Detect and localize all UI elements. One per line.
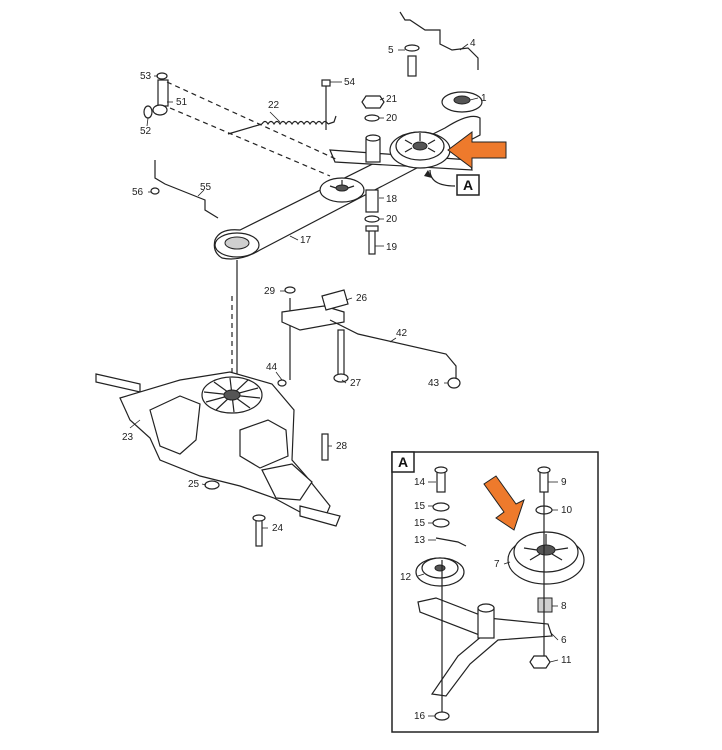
- callout-a-main-label: A: [463, 177, 473, 193]
- label-part-26: 26: [356, 293, 368, 304]
- rod-4: [399, 11, 479, 77]
- label-part-8: 8: [561, 601, 567, 612]
- label-part-44: 44: [266, 362, 278, 373]
- label-part-1: 1: [481, 93, 487, 104]
- callout-a-detail-label: A: [398, 454, 408, 470]
- detail-part-labels: 14 15 15 13 12 16 9 10 7 8 6 11: [400, 477, 573, 722]
- label-part-16: 16: [414, 711, 426, 722]
- label-part-12: 12: [400, 572, 412, 583]
- label-part-25: 25: [188, 479, 200, 490]
- label-part-27: 27: [350, 378, 362, 389]
- label-part-29: 29: [264, 286, 276, 297]
- highlight-arrow-detail: [483, 475, 525, 531]
- label-part-18: 18: [386, 194, 398, 205]
- label-part-19: 19: [386, 242, 398, 253]
- label-part-42: 42: [396, 328, 408, 339]
- detail-a-parts: [415, 466, 585, 721]
- label-part-56: 56: [132, 187, 144, 198]
- rod-55: [150, 160, 219, 219]
- label-part-24: 24: [272, 523, 284, 534]
- pulley-top: [441, 91, 483, 113]
- label-part-17: 17: [300, 235, 312, 246]
- label-part-20b: 20: [386, 214, 398, 225]
- label-part-21: 21: [386, 94, 398, 105]
- label-part-52: 52: [140, 126, 152, 137]
- label-part-4: 4: [470, 38, 476, 49]
- label-part-9: 9: [561, 477, 567, 488]
- label-part-6: 6: [561, 635, 567, 646]
- label-part-23: 23: [122, 432, 134, 443]
- bracket-bolt-51-52-53: [143, 72, 169, 119]
- main-leader-lines: [129, 43, 479, 529]
- label-part-5: 5: [388, 45, 394, 56]
- label-part-43: 43: [428, 378, 440, 389]
- label-part-7: 7: [494, 559, 500, 570]
- transaxle: [95, 371, 341, 547]
- bracket-26: [281, 286, 461, 389]
- label-part-22: 22: [268, 100, 280, 111]
- label-part-13: 13: [414, 535, 426, 546]
- label-part-53: 53: [140, 71, 152, 82]
- label-part-10: 10: [561, 505, 573, 516]
- label-part-28: 28: [336, 441, 348, 452]
- main-part-labels: 1 4 5 21 20 18 20 19 54 22 17 51 53 52 5…: [122, 38, 487, 534]
- label-part-14: 14: [414, 477, 426, 488]
- label-part-51: 51: [176, 97, 188, 108]
- idler-pulley-secondary: [319, 177, 365, 203]
- tension-spring: [227, 79, 337, 135]
- assembly-dashed-lines: [166, 81, 339, 392]
- label-part-11: 11: [561, 655, 572, 666]
- label-part-54: 54: [344, 77, 356, 88]
- label-part-15b: 15: [414, 518, 426, 529]
- label-part-20a: 20: [386, 113, 398, 124]
- label-part-55: 55: [200, 182, 212, 193]
- callout-a-main: A: [456, 174, 480, 196]
- highlight-arrow-main: [424, 131, 507, 187]
- label-part-15a: 15: [414, 501, 426, 512]
- detail-leader-lines: [417, 481, 559, 717]
- idler-pulley-main: [389, 131, 451, 169]
